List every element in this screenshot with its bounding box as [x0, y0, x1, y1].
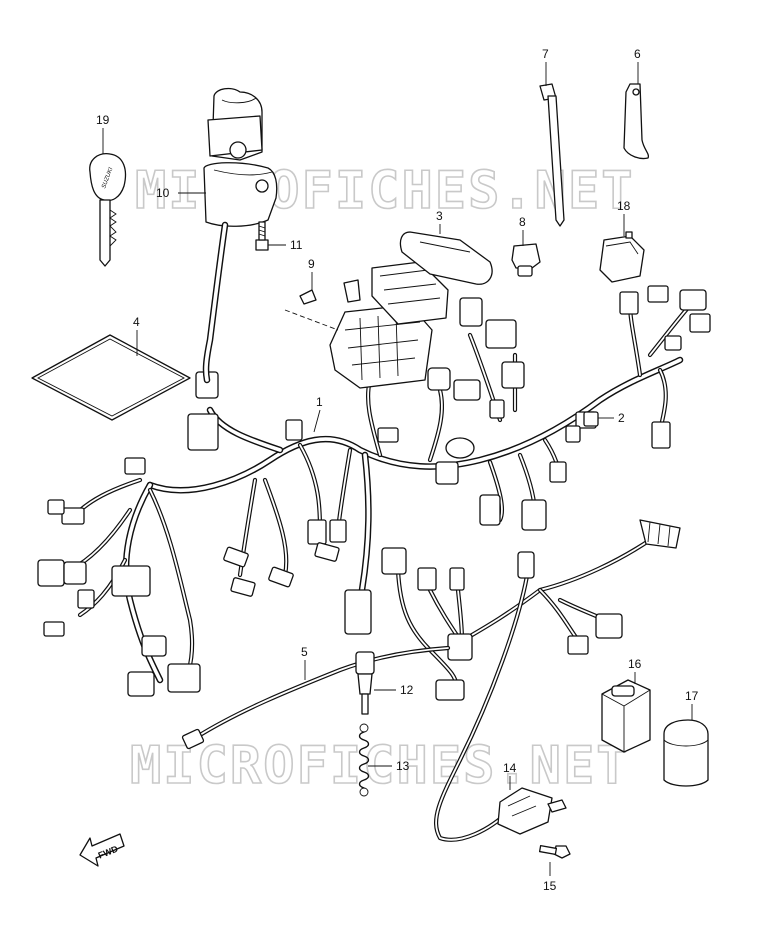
- callout-14: 14: [503, 761, 517, 775]
- relay-16: [601, 679, 651, 753]
- bolt-9: [299, 289, 317, 305]
- callout-10: 10: [156, 186, 170, 200]
- bolt-15: [538, 845, 571, 859]
- callout-3: 3: [436, 209, 443, 223]
- watermark-bottom: MICROFICHES.NET: [130, 736, 630, 796]
- callout-1-wiring-harness: 1: [316, 395, 323, 409]
- callout-11: 11: [290, 238, 303, 252]
- callout-4: 4: [133, 315, 140, 329]
- spring-13: [358, 723, 370, 797]
- callouts: 1 2 3 4 5 6 7 8 9 10 11 12 13 14 15 16 1…: [96, 47, 699, 893]
- callout-19: 19: [96, 113, 110, 127]
- callout-18: 18: [617, 199, 631, 213]
- callout-15: 15: [543, 879, 557, 893]
- sub-harness: [381, 519, 681, 842]
- switch-14: [497, 787, 567, 835]
- relay-18: [599, 231, 645, 283]
- callout-2: 2: [618, 411, 625, 425]
- callout-5: 5: [301, 645, 308, 659]
- cable-tie: [539, 83, 565, 227]
- grommet-8: [511, 243, 541, 277]
- cushion-sheet: [31, 334, 191, 421]
- callout-9: 9: [308, 257, 315, 271]
- leader-lines: [102, 62, 693, 876]
- relay-17: [663, 719, 709, 787]
- switch-12: [355, 651, 375, 715]
- clamp-3: [399, 231, 493, 285]
- callout-16: 16: [628, 657, 642, 671]
- bolt-11: [255, 221, 269, 251]
- ignition-switch-assembly: [202, 87, 278, 384]
- forward-arrow-icon: FWD: [79, 833, 125, 867]
- ignition-key: SUZUKI: [89, 153, 127, 267]
- callout-13: 13: [396, 759, 410, 773]
- main-wiring-harness: [37, 261, 711, 697]
- callout-6: 6: [634, 47, 641, 61]
- wire-5: [181, 645, 451, 750]
- callout-12: 12: [400, 683, 414, 697]
- callout-7: 7: [542, 47, 549, 61]
- callout-8: 8: [519, 215, 526, 229]
- clamp-6: [623, 83, 650, 160]
- connector-2: [583, 411, 599, 427]
- callout-17: 17: [685, 689, 699, 703]
